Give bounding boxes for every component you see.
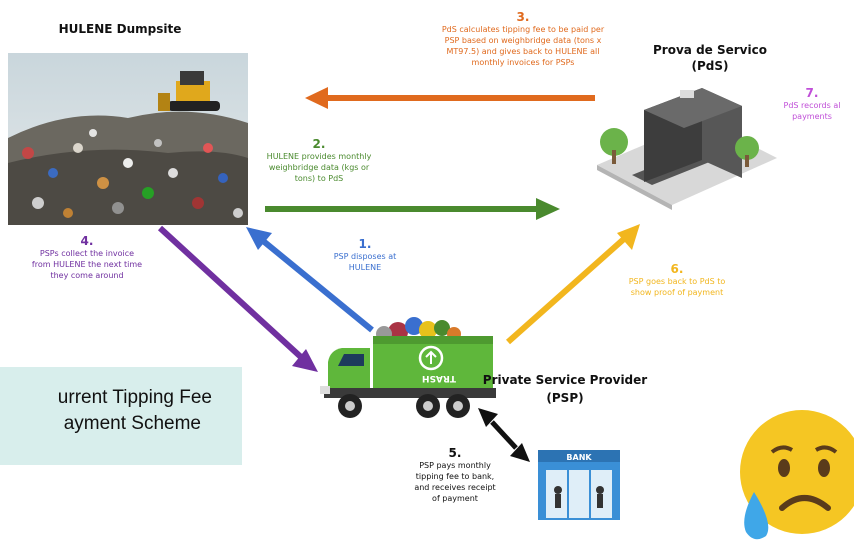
pds-title-line1: Prova de Servico: [653, 43, 767, 57]
arrow-step5-head-a: [478, 408, 498, 427]
hulene-title: HULENE Dumpsite: [58, 22, 182, 36]
arrow-step5: [490, 420, 518, 450]
arrow-step1-head: [246, 227, 272, 250]
pds-title: Prova de Servico (PdS): [640, 42, 780, 74]
step-4-line2: from HULENE the next time: [31, 260, 143, 269]
step-5-line2: tipping fee to bank,: [415, 472, 495, 481]
office-building-image: [597, 88, 777, 210]
step-7: 7. PdS records al payments: [770, 86, 854, 122]
bank-image: BANK: [538, 450, 620, 520]
step-4-line3: they come around: [50, 271, 124, 280]
step-1: 1. PSP disposes at HULENE: [310, 237, 420, 273]
arrow-step6-head: [617, 224, 640, 250]
scheme-title-box: urrent Tipping Fee ayment Scheme: [0, 367, 242, 465]
sad-sweat-emoji-icon: [740, 410, 854, 540]
arrow-step6: [506, 235, 627, 345]
step-7-line2: payments: [792, 112, 832, 121]
step-3: 3. PdS calculates tipping fee to be paid…: [418, 10, 628, 68]
step-3-line4: monthly invoices for PSPs: [471, 58, 575, 67]
step-5-line1: PSP pays monthly: [419, 461, 491, 470]
pds-title-line2: (PdS): [691, 59, 729, 73]
step-5-line4: of payment: [432, 494, 478, 503]
psp-title-line2: (PSP): [546, 391, 584, 405]
step-5: 5. PSP pays monthly tipping fee to bank,…: [395, 446, 515, 504]
scheme-title-line2: ayment Scheme: [63, 413, 201, 434]
arrow-step4-head: [292, 349, 318, 372]
scheme-title-line1: urrent Tipping Fee: [57, 387, 212, 408]
arrow-step3-head: [305, 87, 328, 109]
step-3-number: 3.: [516, 10, 530, 24]
step-2-line3: tons) to PdS: [294, 174, 344, 183]
step-5-line3: and receives receipt: [414, 483, 496, 492]
step-1-line1: PSP disposes at: [333, 252, 397, 261]
arrow-step5-head-b: [510, 443, 530, 462]
step-4: 4. PSPs collect the invoice from HULENE …: [12, 234, 162, 281]
step-2: 2. HULENE provides monthly weighbridge d…: [244, 137, 394, 184]
truck-sign: TRASH: [422, 373, 456, 383]
step-4-line1: PSPs collect the invoice: [39, 249, 135, 258]
step-6-line2: show proof of payment: [630, 288, 724, 297]
arrow-step2-head: [536, 198, 560, 220]
step-3-line1: PdS calculates tipping fee to be paid pe…: [441, 25, 605, 34]
arrow-step4: [157, 225, 305, 361]
step-3-line2: PSP based on weighbridge data (tons x: [444, 36, 602, 45]
step-3-line3: MT97.5) and gives back to HULENE all: [446, 47, 600, 56]
step-7-number: 7.: [805, 86, 819, 100]
dumpsite-image: [8, 53, 248, 225]
step-6: 6. PSP goes back to PdS to show proof of…: [602, 262, 752, 298]
step-1-number: 1.: [358, 237, 372, 251]
bank-sign: BANK: [566, 453, 592, 462]
psp-title-line1: Private Service Provider: [482, 373, 648, 387]
psp-title: Private Service Provider (PSP): [470, 371, 660, 407]
step-5-number: 5.: [448, 446, 462, 460]
step-2-number: 2.: [312, 137, 326, 151]
step-6-line1: PSP goes back to PdS to: [628, 277, 726, 286]
step-2-line2: weighbridge data (kgs or: [268, 163, 370, 172]
arrow-step1: [260, 237, 374, 333]
step-1-line2: HULENE: [348, 263, 382, 272]
step-4-number: 4.: [80, 234, 94, 248]
step-7-line1: PdS records al: [783, 101, 841, 110]
garbage-truck-image: TRASH: [320, 317, 496, 418]
step-6-number: 6.: [670, 262, 684, 276]
step-2-line1: HULENE provides monthly: [266, 152, 372, 161]
